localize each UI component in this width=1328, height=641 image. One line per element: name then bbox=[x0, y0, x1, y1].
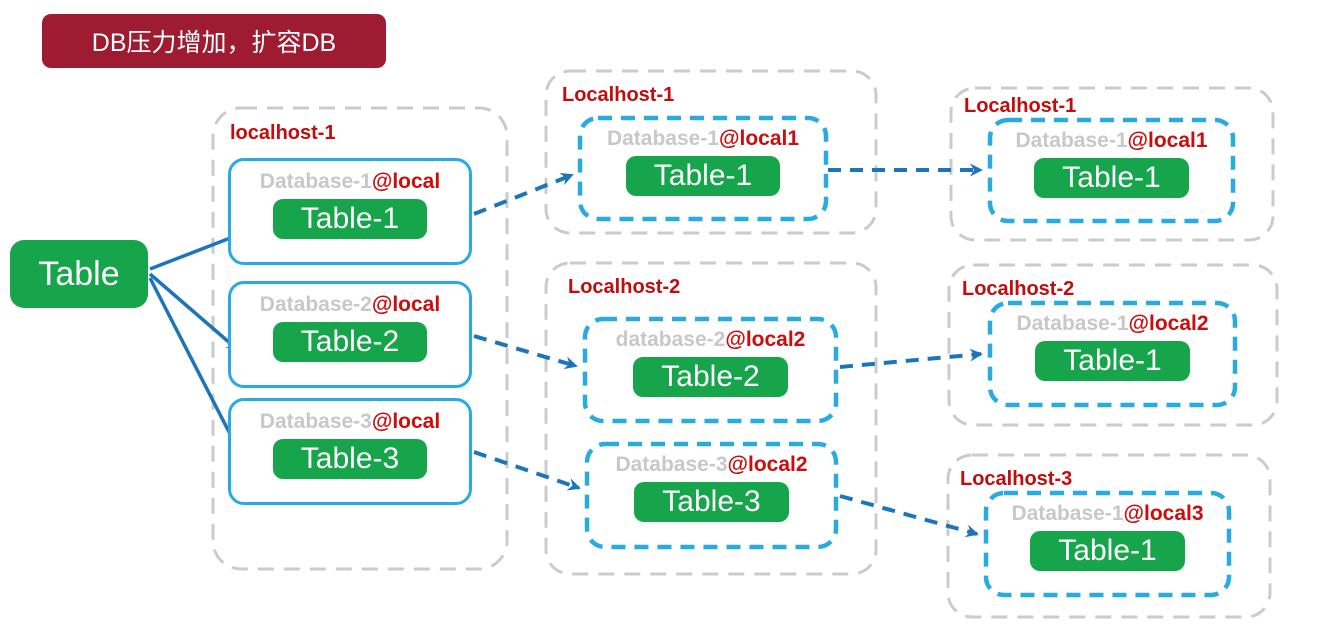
database-host-suffix: @local bbox=[371, 293, 441, 316]
phase2-db1-box: Database-1@local1 Table-1 bbox=[580, 118, 826, 219]
phase1-db3-label: Database-3@local bbox=[231, 401, 469, 434]
database-name: database-2 bbox=[615, 328, 726, 351]
arrow-db1-to-local1 bbox=[473, 173, 574, 216]
phase3-db3-box: Database-1@local3 Table-1 bbox=[986, 493, 1229, 595]
phase3-db3-label: Database-1@local3 bbox=[986, 493, 1229, 526]
database-name: Database-1 bbox=[1016, 312, 1129, 335]
title-banner-label: DB压力增加，扩容DB bbox=[91, 29, 337, 57]
phase3-db1-box: Database-1@local1 Table-1 bbox=[990, 120, 1233, 221]
phase2-db3-box: Database-3@local2 Table-3 bbox=[587, 444, 836, 547]
title-banner: DB压力增加，扩容DB bbox=[42, 14, 386, 68]
phase2-host1-label: Localhost-1 bbox=[562, 84, 675, 106]
phase2-db3-label: Database-3@local2 bbox=[587, 444, 836, 477]
phase1-db1-label: Database-1@local bbox=[231, 161, 469, 194]
phase1-db3-box: Database-3@local Table-3 bbox=[228, 398, 472, 505]
phase3-host2-label: Localhost-2 bbox=[962, 278, 1075, 300]
phase1-db1-box: Database-1@local Table-1 bbox=[228, 158, 472, 265]
database-name: Database-3 bbox=[615, 453, 728, 476]
arrow-local2-to-host3 bbox=[839, 494, 979, 538]
phase3-db2-label: Database-1@local2 bbox=[990, 303, 1235, 336]
phase2-table3-pill: Table-3 bbox=[634, 482, 789, 522]
arrow-local2-to-host2 bbox=[839, 348, 983, 369]
phase3-table2-pill: Table-1 bbox=[1035, 341, 1190, 381]
database-host-suffix: @local1 bbox=[1127, 129, 1208, 152]
database-name: Database-2 bbox=[259, 293, 372, 316]
database-name: Database-3 bbox=[259, 410, 372, 433]
database-name: Database-1 bbox=[1015, 129, 1128, 152]
database-name: Database-1 bbox=[606, 127, 720, 150]
phase1-db2-box: Database-2@local Table-2 bbox=[228, 281, 472, 388]
phase2-db2-box: database-2@local2 Table-2 bbox=[585, 319, 836, 421]
arrow-db2-to-local2 bbox=[473, 334, 578, 370]
phase2-db1-label: Database-1@local1 bbox=[580, 118, 826, 151]
phase2-table1-pill: Table-1 bbox=[625, 156, 781, 196]
arrow-table-to-table2 bbox=[148, 272, 240, 352]
database-host-suffix: @local2 bbox=[1128, 312, 1209, 335]
phase1-table1-pill: Table-1 bbox=[272, 199, 428, 239]
phase1-host-label: localhost-1 bbox=[230, 122, 336, 144]
database-name: Database-1 bbox=[259, 170, 372, 193]
database-host-suffix: @local3 bbox=[1123, 502, 1204, 525]
phase3-table3-pill: Table-1 bbox=[1030, 531, 1185, 571]
database-name: Database-1 bbox=[1011, 502, 1124, 525]
phase2-table2-pill: Table-2 bbox=[633, 357, 788, 397]
database-host-suffix: @local bbox=[371, 170, 441, 193]
phase2-db2-label: database-2@local2 bbox=[585, 319, 836, 352]
database-host-suffix: @local bbox=[371, 410, 441, 433]
phase3-host3-label: Localhost-3 bbox=[960, 468, 1073, 490]
source-table-label: Table bbox=[38, 254, 120, 293]
phase1-db2-label: Database-2@local bbox=[231, 284, 469, 317]
phase1-table3-pill: Table-3 bbox=[272, 439, 428, 479]
phase3-host1-label: Localhost-1 bbox=[964, 95, 1077, 117]
phase3-db2-box: Database-1@local2 Table-1 bbox=[990, 303, 1235, 405]
source-table: Table bbox=[10, 240, 148, 308]
phase3-table1-pill: Table-1 bbox=[1034, 158, 1189, 198]
phase3-db1-label: Database-1@local1 bbox=[990, 120, 1233, 153]
database-host-suffix: @local2 bbox=[727, 453, 808, 476]
arrow-db3-to-local2 bbox=[473, 450, 581, 491]
database-host-suffix: @local1 bbox=[719, 127, 800, 150]
phase2-host2-label: Localhost-2 bbox=[568, 276, 681, 298]
database-host-suffix: @local2 bbox=[725, 328, 806, 351]
phase1-table2-pill: Table-2 bbox=[272, 322, 428, 362]
